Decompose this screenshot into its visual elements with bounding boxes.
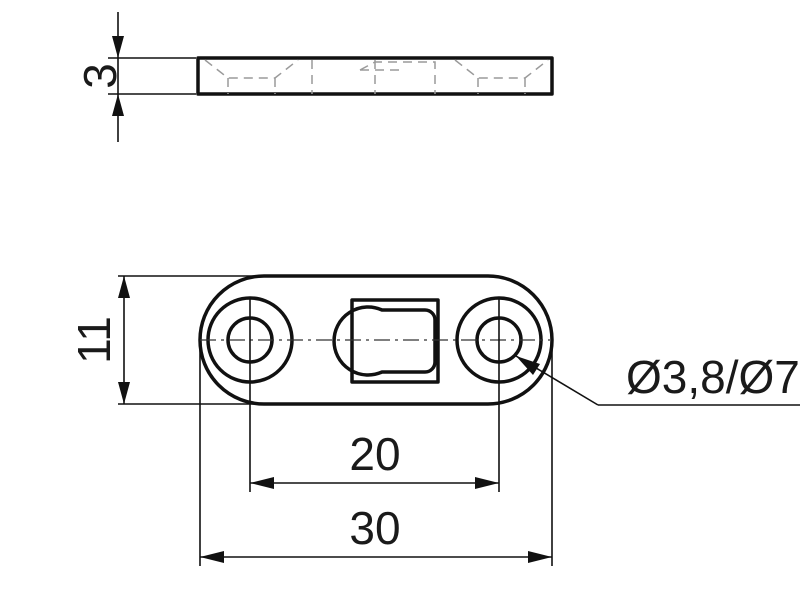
length-arrow-right bbox=[528, 551, 552, 563]
height-arrow-bottom bbox=[118, 382, 130, 404]
side-view-hidden-countersink-left bbox=[204, 59, 299, 94]
keyhole-slot-rect bbox=[350, 298, 440, 384]
plan-view: 11 20 30 Ø3,8/Ø7 bbox=[68, 274, 800, 566]
diameter-label: Ø3,8/Ø7 bbox=[626, 351, 800, 403]
spacing-label: 20 bbox=[349, 428, 400, 480]
diameter-leader-arrow bbox=[516, 356, 540, 375]
spacing-arrow-left bbox=[250, 477, 274, 489]
side-view-hidden-slot bbox=[311, 60, 436, 94]
thickness-label: 3 bbox=[74, 63, 126, 89]
plan-view-outline bbox=[198, 274, 554, 406]
thickness-arrow-top bbox=[112, 36, 124, 58]
spacing-arrow-right bbox=[475, 477, 499, 489]
side-view: 3 bbox=[74, 12, 554, 142]
side-view-hidden-countersink-right bbox=[454, 59, 549, 94]
height-arrow-top bbox=[118, 276, 130, 298]
length-arrow-left bbox=[200, 551, 224, 563]
thickness-arrow-bottom bbox=[112, 94, 124, 116]
length-label: 30 bbox=[349, 502, 400, 554]
height-label: 11 bbox=[68, 316, 120, 364]
keyhole-slot-shape bbox=[332, 305, 437, 377]
